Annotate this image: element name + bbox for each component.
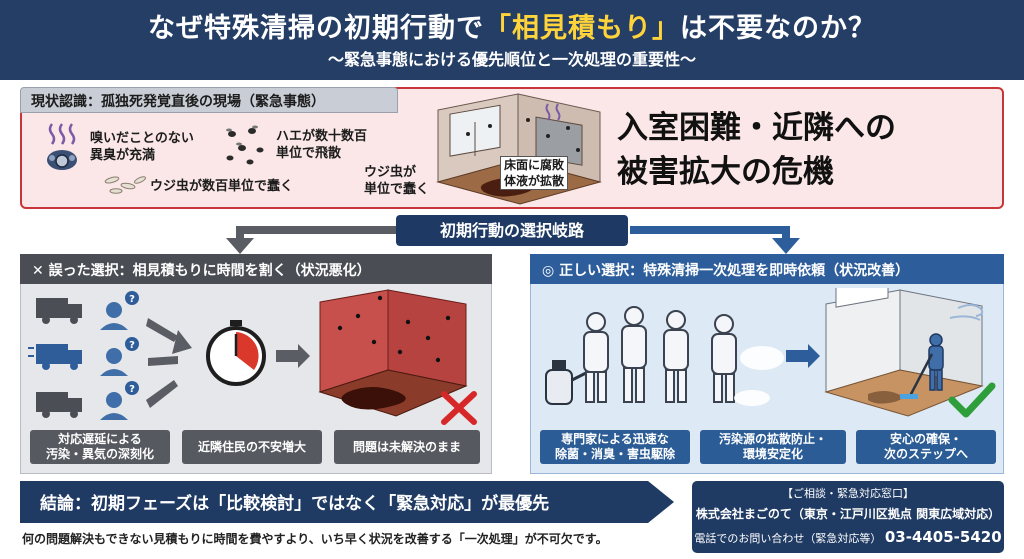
conclusion-text: 結論：初期フェーズは「比較検討」ではなく「緊急対応」が最優先 (40, 494, 550, 514)
conclusion-note: 何の問題解決もできない見積もりに時間を費やすより、いち早く状況を改善する「一次処… (22, 532, 608, 546)
arrow-down-left-icon (226, 238, 254, 254)
svg-text:?: ? (129, 384, 135, 395)
bad-caption-1: 対応遅延による汚染・異気の深刻化 (30, 430, 170, 464)
arrow-down-right-icon (772, 238, 800, 254)
floor-text: 床面に腐敗 体液が拡散 (504, 158, 565, 188)
contact-phone-number[interactable]: 03-4405-5420 (884, 528, 1002, 546)
bad-choice-title: ✕ 誤った選択：相見積もりに時間を割く（状況悪化） (20, 254, 492, 284)
header-banner (0, 0, 1024, 80)
status-tab-label: 現状認識：孤独死発覚直後の現場（緊急事態） (20, 87, 398, 113)
good-choice-title: ◎ 正しい選択：特殊清掃一次処理を即時依頼（状況改善） (530, 254, 1004, 284)
gas-mask-icon (47, 123, 77, 170)
page-subtitle: 〜緊急事態における優先順位と一次処理の重要性〜 (327, 50, 696, 69)
bad-caption-2: 近隣住民の不安増大 (182, 430, 322, 464)
flies-text: ハエが数十数百 単位で飛散 (276, 129, 368, 161)
maggots-text-b: ウジ虫が 単位で蠢く (364, 165, 430, 197)
page-title: なぜ特殊清掃の初期行動で「相見積もり」は不要なのか？ (0, 6, 1024, 45)
stopwatch-icon (206, 320, 266, 386)
title-post: は不要なのか？ (680, 13, 876, 44)
contact-box (692, 481, 1004, 553)
contact-company: 株式会社まごのて（東京・江戸川区拠点 関東広域対応） (695, 507, 1001, 521)
flies-icon (226, 125, 264, 165)
hazmat-worker-icon (663, 310, 689, 403)
contact-phone-label: 電話でのお問い合わせ（緊急対応等） (694, 532, 882, 545)
truck-icon (36, 392, 82, 418)
title-pre: なぜ特殊清掃の初期行動で (148, 13, 484, 44)
bad-caption-3: 問題は未解決のまま (334, 430, 480, 464)
bad-choice-illustration: ??? (28, 289, 477, 425)
maggots-text-a: ウジ虫が数百単位で蠢く (150, 179, 294, 194)
sprayer-tank-icon (545, 360, 597, 405)
good-caption-2: 汚染源の拡散防止・環境安定化 (700, 430, 846, 464)
good-caption-1: 専門家による迅速な除菌・消臭・害虫駆除 (540, 430, 690, 464)
check-icon (948, 382, 996, 418)
branch-label: 初期行動の選択岐路 (396, 215, 628, 246)
branch-arrows (226, 226, 800, 254)
hazmat-worker-icon (711, 314, 737, 403)
good-choice-illustration (545, 288, 996, 418)
floor-label-box (500, 156, 568, 190)
title-highlight: 「相見積もり」 (484, 13, 680, 44)
red-x-icon (441, 391, 477, 425)
maggots-icon (104, 176, 147, 194)
svg-text:?: ? (129, 294, 135, 305)
svg-text:?: ? (129, 340, 135, 351)
conclusion-banner (20, 481, 674, 523)
truck-icon (36, 298, 82, 324)
hazmat-worker-icon (621, 306, 647, 403)
danger-headline: 入室困難・近隣への 被害拡大の危機 (617, 110, 896, 190)
contact-heading: 【ご相談・緊急対応窓口】 (782, 487, 914, 500)
contact-phone-line: 電話でのお問い合わせ（緊急対応等） 03-4405-5420 (692, 528, 1004, 546)
smell-text: 嗅いだことのない 異臭が充満 (90, 131, 194, 163)
hazmat-worker-icon (583, 312, 609, 403)
truck-fast-icon (28, 344, 82, 370)
good-caption-3: 安心の確保・次のステップへ (856, 430, 996, 464)
